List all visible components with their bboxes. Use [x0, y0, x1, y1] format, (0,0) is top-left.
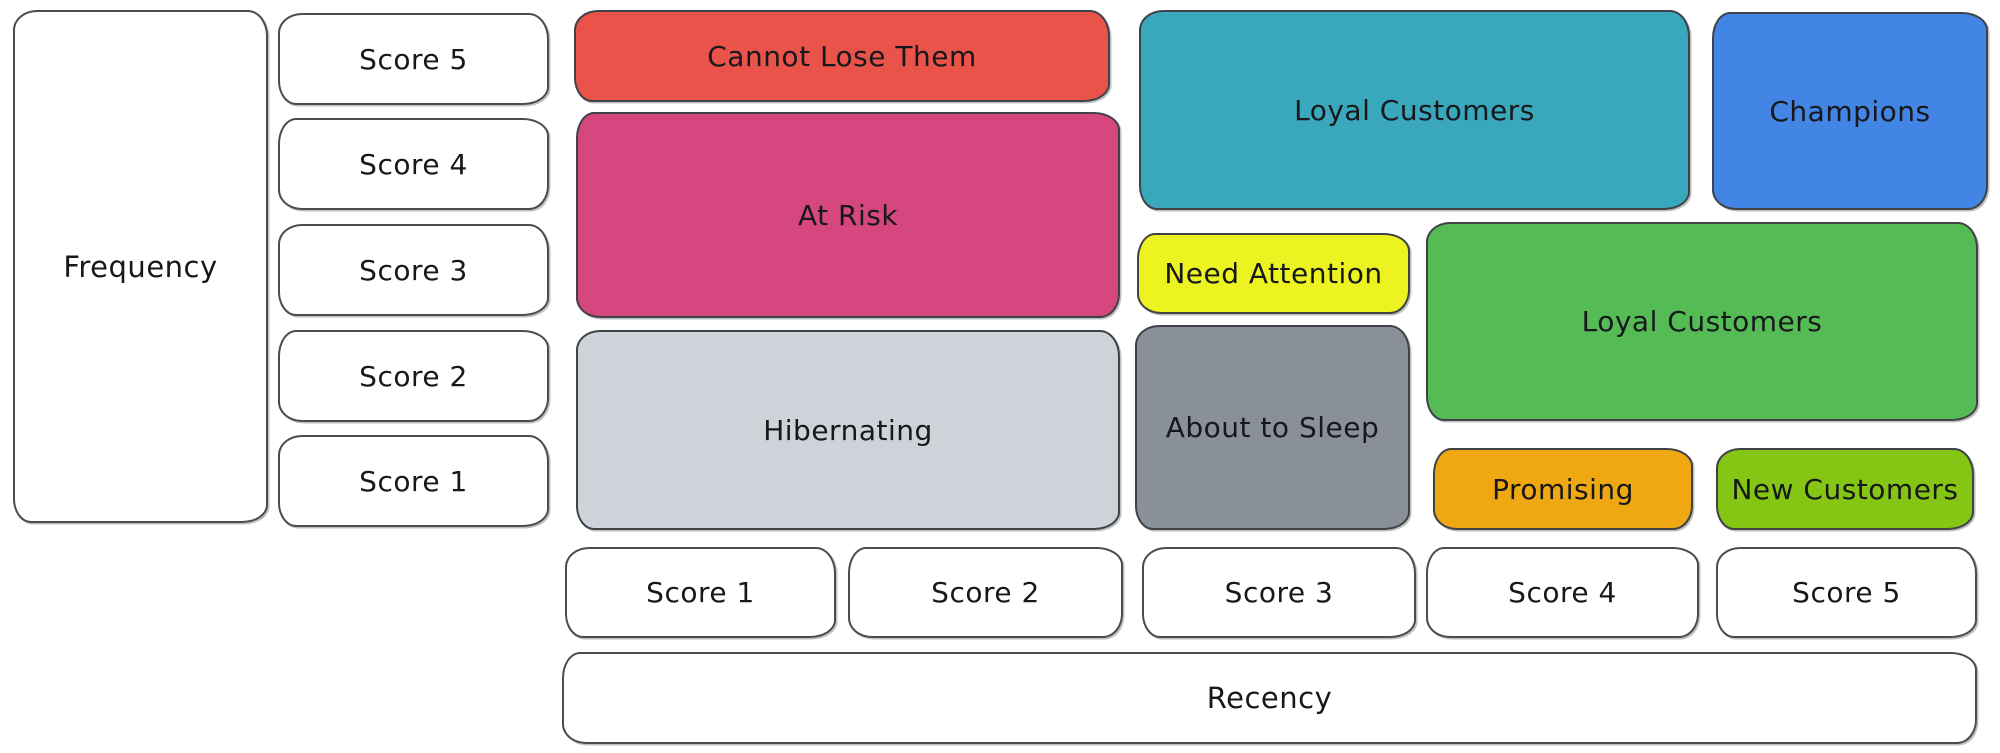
- segment-hibernating: Hibernating: [576, 330, 1120, 530]
- recency-score-4: Score 4: [1426, 547, 1699, 638]
- segment-cannot-lose-them: Cannot Lose Them: [574, 10, 1110, 102]
- segment-loyal-customers-lower: Loyal Customers: [1426, 222, 1978, 421]
- recency-score-1: Score 1: [565, 547, 836, 638]
- recency-score-3: Score 3: [1142, 547, 1416, 638]
- segment-about-to-sleep: About to Sleep: [1135, 325, 1410, 530]
- segment-champions: Champions: [1712, 12, 1988, 210]
- frequency-score-3: Score 3: [278, 224, 549, 316]
- frequency-score-4: Score 4: [278, 118, 549, 210]
- frequency-score-2: Score 2: [278, 330, 549, 422]
- frequency-score-5: Score 5: [278, 13, 549, 105]
- frequency-score-1: Score 1: [278, 435, 549, 527]
- frequency-axis-label: Frequency: [13, 10, 268, 523]
- segment-loyal-customers-upper: Loyal Customers: [1139, 10, 1690, 210]
- recency-score-5: Score 5: [1716, 547, 1977, 638]
- recency-score-2: Score 2: [848, 547, 1123, 638]
- segment-promising: Promising: [1433, 448, 1693, 530]
- segment-need-attention: Need Attention: [1137, 233, 1410, 314]
- recency-axis-label: Recency: [562, 652, 1977, 744]
- segment-at-risk: At Risk: [576, 112, 1120, 318]
- segment-new-customers: New Customers: [1716, 448, 1974, 530]
